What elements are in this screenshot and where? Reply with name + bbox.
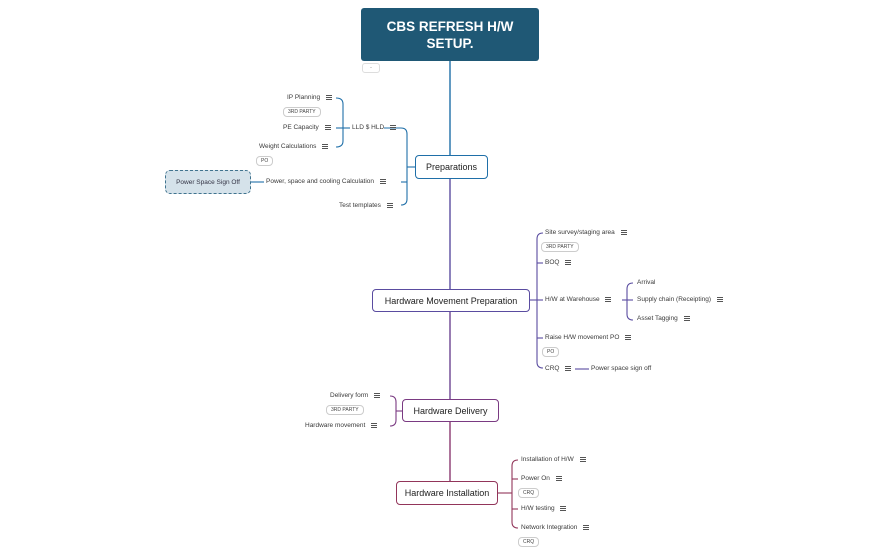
notes-icon[interactable]	[555, 474, 562, 482]
notes-icon[interactable]	[605, 295, 612, 303]
notes-icon[interactable]	[683, 314, 690, 322]
notes-icon[interactable]	[322, 142, 329, 150]
topic-power-on[interactable]: Power On	[521, 474, 562, 483]
notes-icon[interactable]	[371, 421, 378, 429]
floating-topic-power-space-sign-off[interactable]: Power Space Sign Off	[165, 170, 251, 194]
notes-icon[interactable]	[386, 201, 393, 209]
label-tag: 3RD PARTY	[283, 107, 321, 117]
topic-arrival[interactable]: Arrival	[637, 279, 656, 286]
label-tag: 3RD PARTY	[326, 405, 364, 415]
topic-hardware-movement-preparation[interactable]: Hardware Movement Preparation	[372, 289, 530, 312]
notes-icon[interactable]	[565, 258, 572, 266]
topic-boq[interactable]: BOQ	[545, 258, 572, 267]
notes-icon[interactable]	[389, 123, 396, 131]
notes-icon[interactable]	[325, 93, 332, 101]
root-title: CBS REFRESH H/W SETUP.	[386, 18, 514, 51]
topic-asset-tagging[interactable]: Asset Tagging	[637, 314, 690, 323]
topic-hw-at-warehouse[interactable]: H/W at Warehouse	[545, 295, 612, 304]
notes-icon[interactable]	[579, 455, 586, 463]
topic-weight-calculations[interactable]: Weight Calculations	[259, 142, 329, 151]
label-tag: 3RD PARTY	[541, 242, 579, 252]
topic-test-templates[interactable]: Test templates	[339, 201, 393, 210]
notes-icon[interactable]	[583, 523, 590, 531]
topic-lld-hld[interactable]: LLD $ HLD	[352, 123, 396, 132]
topic-network-integration[interactable]: Network Integration	[521, 523, 590, 532]
notes-icon[interactable]	[620, 228, 627, 236]
notes-icon[interactable]	[565, 364, 572, 372]
label-tag: PO	[542, 347, 560, 357]
notes-icon[interactable]	[324, 123, 331, 131]
topic-hardware-delivery[interactable]: Hardware Delivery	[402, 399, 499, 422]
label-tag: CRQ	[518, 488, 540, 498]
topic-preparations[interactable]: Preparations	[415, 155, 488, 179]
root-topic[interactable]: CBS REFRESH H/W SETUP.	[361, 8, 539, 61]
topic-hardware-installation[interactable]: Hardware Installation	[396, 481, 498, 505]
topic-hw-testing[interactable]: H/W testing	[521, 504, 567, 513]
topic-supply-chain[interactable]: Supply chain (Receipting)	[637, 295, 723, 304]
topic-installation-of-hw[interactable]: Installation of H/W	[521, 455, 586, 464]
topic-pe-capacity[interactable]: PE Capacity	[283, 123, 331, 132]
label-tag: PO	[256, 156, 274, 166]
notes-icon[interactable]	[374, 391, 381, 399]
topic-delivery-form[interactable]: Delivery form	[330, 391, 381, 400]
notes-icon[interactable]	[560, 504, 567, 512]
notes-icon[interactable]	[625, 333, 632, 341]
topic-power-space-cooling[interactable]: Power, space and cooling Calculation	[266, 177, 386, 186]
topic-hardware-movement[interactable]: Hardware movement	[305, 421, 378, 430]
topic-site-survey[interactable]: Site survey/staging area	[545, 228, 627, 237]
label-tag: CRQ	[518, 537, 540, 547]
topic-power-space-sign-off[interactable]: Power space sign off	[591, 365, 652, 372]
topic-ip-planning[interactable]: IP Planning	[287, 93, 332, 102]
root-collapse-toggle[interactable]: -	[362, 63, 380, 73]
notes-icon[interactable]	[716, 295, 723, 303]
topic-crq[interactable]: CRQ	[545, 364, 572, 373]
topic-raise-hw-movement-po[interactable]: Raise H/W movement PO	[545, 333, 632, 342]
notes-icon[interactable]	[379, 177, 386, 185]
